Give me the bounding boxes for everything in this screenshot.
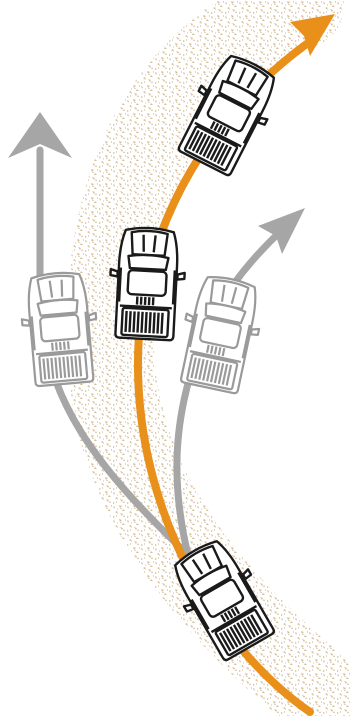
arrow-head-icon [290,14,335,56]
arrow-head-icon [258,208,305,254]
pickup-truck-icon [171,270,270,397]
arrow-head-icon [8,112,72,158]
